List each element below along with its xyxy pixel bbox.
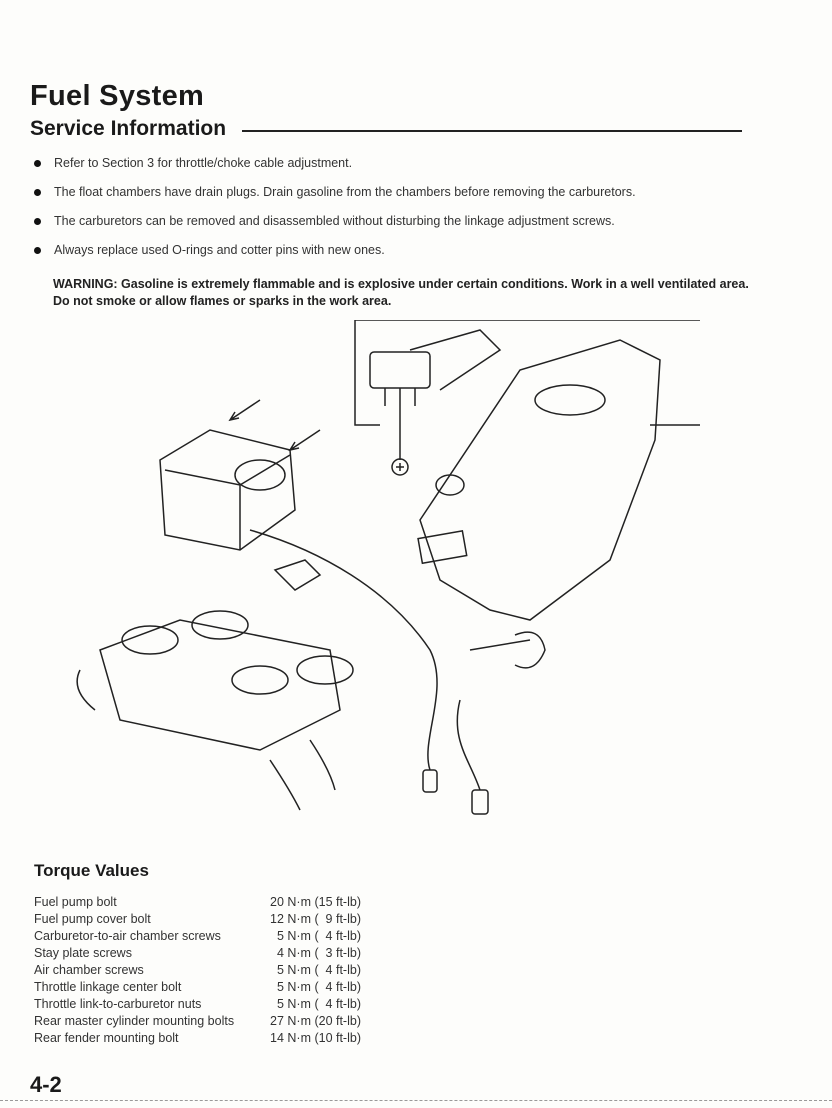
bullet-text: The float chambers have drain plugs. Dra… [54,185,636,199]
torque-row: Throttle linkage center bolt 5 N·m ( 4 f… [34,980,394,997]
fuel-pump [534,384,606,416]
fuel-pump-connector [369,351,431,389]
fuel-tank [419,339,661,621]
torque-item: Rear fender mounting bolt [34,1031,179,1045]
warning-text: WARNING: Gasoline is extremely flammable… [53,277,749,308]
bullet-item: The float chambers have drain plugs. Dra… [34,185,636,199]
torque-value: 27 N·m (20 ft-lb) [270,1014,361,1028]
direction-arrows [228,399,321,452]
fuel-filter [422,769,438,793]
bullet-icon [34,217,41,225]
torque-value: 12 N·m ( 9 ft-lb) [270,912,361,926]
torque-value: 5 N·m ( 4 ft-lb) [270,963,361,977]
fuel-valve [273,559,322,591]
torque-item: Air chamber screws [34,963,144,977]
torque-item: Fuel pump cover bolt [34,912,151,926]
torque-item: Stay plate screws [34,946,132,960]
torque-item: Carburetor-to-air chamber screws [34,929,221,943]
bullet-icon [34,159,41,167]
torque-row: Rear master cylinder mounting bolts 27 N·… [34,1014,394,1031]
torque-row: Air chamber screws 5 N·m ( 4 ft-lb) [34,963,394,980]
torque-row: Fuel pump cover bolt 12 N·m ( 9 ft-lb) [34,912,394,929]
intake-manifolds [76,669,336,811]
filler-neck [435,474,465,496]
torque-item: Throttle link-to-carburetor nuts [34,997,202,1011]
torque-row: Stay plate screws 4 N·m ( 3 ft-lb) [34,946,394,963]
torque-item: Throttle linkage center bolt [34,980,182,994]
air-chamber [159,429,296,551]
torque-item: Rear master cylinder mounting bolts [34,1014,235,1028]
torque-value: 5 N·m ( 4 ft-lb) [270,929,361,943]
section-rule [242,130,742,132]
bullet-icon [34,188,41,196]
torque-row: Rear fender mounting bolt 14 N·m (10 ft-l… [34,1031,394,1048]
positive-terminal-icon [391,458,409,476]
torque-item: Fuel pump bolt [34,895,117,909]
bullet-item: The carburetors can be removed and disas… [34,214,615,228]
bullet-text: Always replace used O-rings and cotter p… [54,243,385,257]
torque-value: 20 N·m (15 ft-lb) [270,895,361,909]
torque-row: Fuel pump bolt 20 N·m (15 ft-lb) [34,895,394,912]
torque-row: Throttle link-to-carburetor nuts 5 N·m (… [34,997,394,1014]
inset-box [354,320,700,426]
page-edge-line [0,1100,832,1101]
torque-row: Carburetor-to-air chamber screws 5 N·m (… [34,929,394,946]
torque-value: 5 N·m ( 4 ft-lb) [270,980,361,994]
torque-value: 4 N·m ( 3 ft-lb) [270,946,361,960]
bullet-text: Refer to Section 3 for throttle/choke ca… [54,156,353,170]
torque-heading: Torque Values [34,861,149,880]
page-title: Fuel System [30,80,205,112]
torque-value: 14 N·m (10 ft-lb) [270,1031,361,1045]
carburetor-assembly [99,619,341,751]
ground-icon [650,424,700,451]
section-title: Service Information [30,117,227,140]
bullet-text: The carburetors can be removed and disas… [54,214,615,228]
fuel-hose [249,529,438,771]
fuel-cock [469,631,546,669]
tank-connector [417,529,468,565]
bullet-item: Refer to Section 3 for throttle/choke ca… [34,156,352,170]
torque-value: 5 N·m ( 4 ft-lb) [270,997,361,1011]
fuel-system-diagram [76,320,700,815]
bullet-icon [34,246,41,254]
connector-bracket [409,329,502,391]
page-number: 4-2 [30,1072,62,1097]
bullet-item: Always replace used O-rings and cotter p… [34,243,385,257]
